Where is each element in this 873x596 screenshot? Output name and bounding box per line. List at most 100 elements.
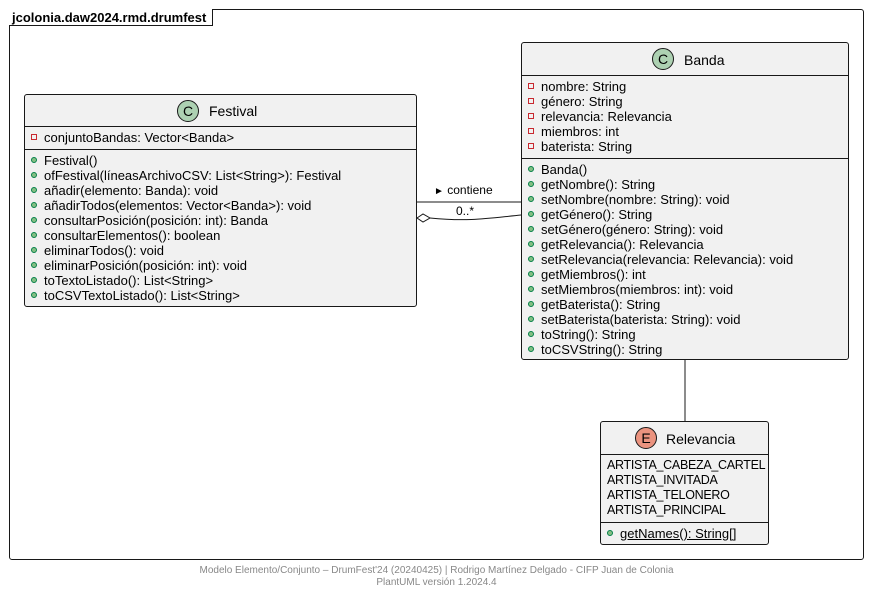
member-text: baterista: String bbox=[541, 139, 633, 154]
method-row: setNombre(nombre: String): void bbox=[522, 192, 848, 207]
field-row: miembros: int bbox=[522, 124, 848, 139]
member-text: toTextoListado(): List<String> bbox=[44, 273, 214, 288]
method-row: getMiembros(): int bbox=[522, 267, 848, 282]
association-name: contiene bbox=[447, 183, 493, 197]
field-row: género: String bbox=[522, 94, 848, 109]
member-text: añadir(elemento: Banda): void bbox=[44, 183, 219, 198]
member-text: setBaterista(baterista: String): void bbox=[541, 312, 741, 327]
private-visibility-icon bbox=[31, 134, 37, 140]
enum-value-row: ARTISTA_TELONERO bbox=[601, 488, 768, 503]
member-text: getGénero(): String bbox=[541, 207, 653, 222]
member-text: setNombre(nombre: String): void bbox=[541, 192, 730, 207]
private-visibility-icon bbox=[528, 98, 534, 104]
public-visibility-icon bbox=[607, 530, 613, 536]
public-visibility-icon bbox=[528, 346, 534, 352]
public-visibility-icon bbox=[31, 157, 37, 163]
private-visibility-icon bbox=[528, 128, 534, 134]
public-visibility-icon bbox=[31, 262, 37, 268]
member-text: consultarPosición(posición: int): Banda bbox=[44, 213, 269, 228]
public-visibility-icon bbox=[528, 241, 534, 247]
member-text: setMiembros(miembros: int): void bbox=[541, 282, 734, 297]
public-visibility-icon bbox=[528, 226, 534, 232]
method-row: getRelevancia(): Relevancia bbox=[522, 237, 848, 252]
method-row: toCSVTextoListado(): List<String> bbox=[25, 288, 416, 303]
method-row: getNombre(): String bbox=[522, 177, 848, 192]
member-text: getNombre(): String bbox=[541, 177, 656, 192]
private-visibility-icon bbox=[528, 83, 534, 89]
method-row: añadirTodos(elementos: Vector<Banda>): v… bbox=[25, 198, 416, 213]
public-visibility-icon bbox=[31, 187, 37, 193]
public-visibility-icon bbox=[528, 271, 534, 277]
public-visibility-icon bbox=[31, 292, 37, 298]
association-label: ► contiene bbox=[434, 183, 493, 199]
method-row: Banda() bbox=[522, 162, 848, 177]
member-text: ARTISTA_INVITADA bbox=[607, 473, 718, 487]
private-visibility-icon bbox=[528, 143, 534, 149]
method-row: ofFestival(líneasArchivoCSV: List<String… bbox=[25, 168, 416, 183]
method-row: toString(): String bbox=[522, 327, 848, 342]
method-row: eliminarPosición(posición: int): void bbox=[25, 258, 416, 273]
method-row: consultarElementos(): boolean bbox=[25, 228, 416, 243]
class-festival-methods: Festival()ofFestival(líneasArchivoCSV: L… bbox=[25, 150, 416, 307]
enum-icon: E bbox=[635, 427, 657, 449]
class-banda-name: Banda bbox=[684, 52, 725, 68]
public-visibility-icon bbox=[31, 217, 37, 223]
class-icon: C bbox=[177, 100, 199, 122]
enum-relevancia-methods: getNames(): String[] bbox=[601, 523, 768, 545]
enum-relevancia-header: E Relevancia bbox=[601, 422, 768, 455]
member-text: getRelevancia(): Relevancia bbox=[541, 237, 704, 252]
method-row: getNames(): String[] bbox=[601, 526, 768, 541]
package-frame bbox=[9, 9, 864, 560]
field-row: nombre: String bbox=[522, 79, 848, 94]
member-text: miembros: int bbox=[541, 124, 620, 139]
public-visibility-icon bbox=[31, 232, 37, 238]
class-festival-header: C Festival bbox=[25, 95, 416, 127]
member-text: añadirTodos(elementos: Vector<Banda>): v… bbox=[44, 198, 312, 213]
method-row: toCSVString(): String bbox=[522, 342, 848, 357]
member-text: Banda() bbox=[541, 162, 588, 177]
member-text: setGénero(género: String): void bbox=[541, 222, 724, 237]
public-visibility-icon bbox=[528, 316, 534, 322]
class-icon: C bbox=[652, 48, 674, 70]
method-row: setGénero(género: String): void bbox=[522, 222, 848, 237]
field-row: conjuntoBandas: Vector<Banda> bbox=[25, 130, 416, 145]
multiplicity-label: 0..* bbox=[456, 204, 475, 218]
public-visibility-icon bbox=[528, 211, 534, 217]
public-visibility-icon bbox=[31, 172, 37, 178]
public-visibility-icon bbox=[528, 256, 534, 262]
public-visibility-icon bbox=[528, 196, 534, 202]
method-row: setBaterista(baterista: String): void bbox=[522, 312, 848, 327]
member-text: toString(): String bbox=[541, 327, 636, 342]
member-text: ARTISTA_CABEZA_CARTEL bbox=[607, 458, 766, 472]
footer-version: PlantUML versión 1.2024.4 bbox=[376, 577, 497, 588]
member-text: ARTISTA_PRINCIPAL bbox=[607, 503, 726, 517]
class-festival: C Festival conjuntoBandas: Vector<Banda>… bbox=[24, 94, 417, 307]
field-row: baterista: String bbox=[522, 139, 848, 154]
method-row: getGénero(): String bbox=[522, 207, 848, 222]
member-text: toCSVString(): String bbox=[541, 342, 663, 357]
public-visibility-icon bbox=[528, 181, 534, 187]
public-visibility-icon bbox=[528, 166, 534, 172]
public-visibility-icon bbox=[528, 301, 534, 307]
method-row: toTextoListado(): List<String> bbox=[25, 273, 416, 288]
enum-value-row: ARTISTA_PRINCIPAL bbox=[601, 503, 768, 518]
footer-caption: Modelo Elemento/Conjunto – DrumFest'24 (… bbox=[199, 565, 674, 576]
method-row: setMiembros(miembros: int): void bbox=[522, 282, 848, 297]
member-text: consultarElementos(): boolean bbox=[44, 228, 221, 243]
member-text: género: String bbox=[541, 94, 623, 109]
class-festival-fields: conjuntoBandas: Vector<Banda> bbox=[25, 127, 416, 150]
aggregation-line bbox=[429, 214, 522, 221]
field-row: relevancia: Relevancia bbox=[522, 109, 848, 124]
method-row: setRelevancia(relevancia: Relevancia): v… bbox=[522, 252, 848, 267]
enum-value-row: ARTISTA_INVITADA bbox=[601, 473, 768, 488]
member-text: eliminarPosición(posición: int): void bbox=[44, 258, 248, 273]
member-text: toCSVTextoListado(): List<String> bbox=[44, 288, 240, 303]
public-visibility-icon bbox=[528, 331, 534, 337]
member-text: getMiembros(): int bbox=[541, 267, 646, 282]
